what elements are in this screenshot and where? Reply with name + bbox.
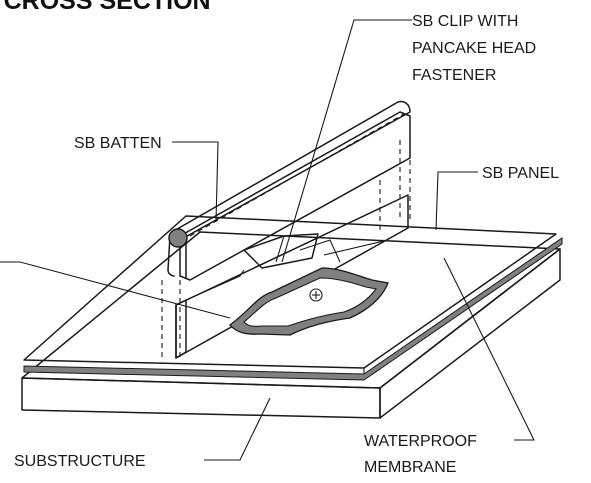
label-panel: SB PANEL <box>482 165 559 182</box>
label-substructure: SUBSTRUCTURE <box>14 453 146 470</box>
sb-clip <box>229 233 389 336</box>
batten-end-profile-icon <box>168 228 188 248</box>
sb-panel <box>23 215 557 374</box>
standing-seam-rib <box>175 194 409 359</box>
label-batten: SB BATTEN <box>74 135 162 152</box>
substructure-block <box>21 231 561 419</box>
labels: SB CLIP WITH PANCAKE HEAD FASTENER SB BA… <box>14 13 559 476</box>
label-membrane-line1: WATERPROOF <box>364 433 477 450</box>
diagram-title: E CROSS SECTION <box>0 0 211 15</box>
panel-seam-details <box>185 239 389 301</box>
label-clip-line2: PANCAKE HEAD <box>412 40 536 57</box>
label-membrane-line2: MEMBRANE <box>364 459 456 476</box>
sb-batten <box>167 100 411 281</box>
leader-lines <box>0 19 535 461</box>
label-clip-line1: SB CLIP WITH <box>412 13 518 30</box>
label-clip-line3: FASTENER <box>412 67 496 84</box>
